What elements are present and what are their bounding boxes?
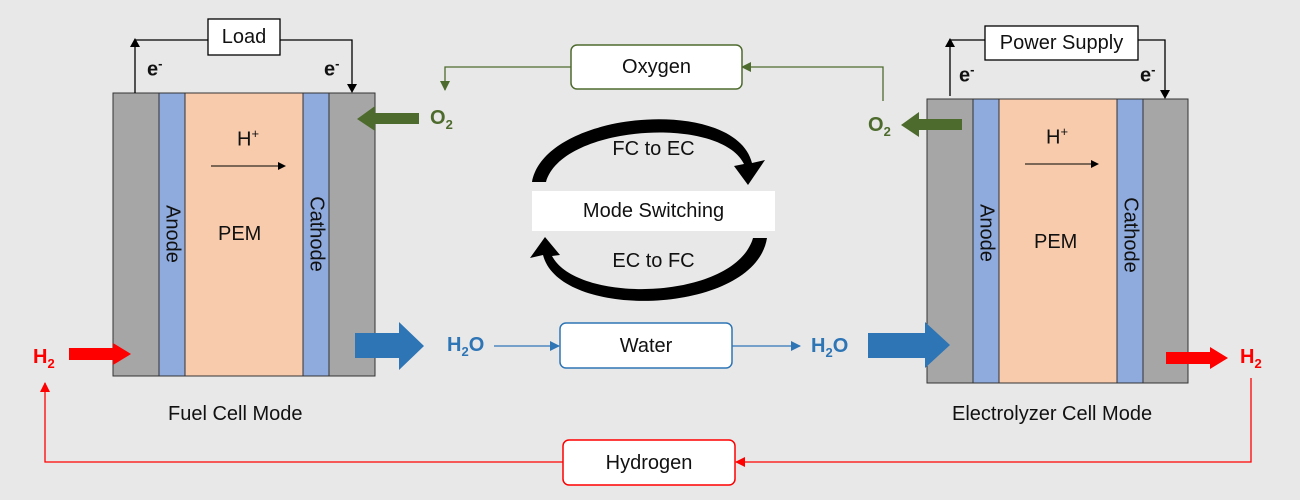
ec-o2-label: O2 [868, 114, 891, 139]
hydrogen-line-right [735, 378, 1252, 467]
ec-h2o-label: H2O [811, 335, 848, 360]
load-label: Load [221, 26, 267, 48]
fc-anode-backing [112, 92, 160, 377]
ec-to-fc-label: EC to FC [612, 250, 695, 272]
ec-h2o-o: O [832, 335, 849, 357]
ec-o2-outlet-arrow [901, 112, 962, 137]
ec-cathode-label: Cathode [1119, 197, 1142, 273]
ec-o2-sub: 2 [883, 124, 891, 139]
fc-h2o-sub: 2 [461, 344, 469, 359]
fc-electron-left: e- [147, 56, 162, 82]
fc-o2-sub: 2 [445, 117, 453, 132]
fc-cathode-backing [328, 92, 376, 377]
fc-anode [158, 92, 186, 377]
ec-h2o-h: H [811, 335, 826, 357]
fc-pem-label: PEM [218, 223, 262, 245]
fc-proton-text: H [237, 128, 252, 151]
fc-electron-right-text: e [324, 58, 336, 81]
ec-electron-left: e- [959, 62, 974, 88]
fc-electron-left-text: e [147, 58, 159, 81]
fc-h2-inlet-arrow [69, 343, 131, 365]
fc-h2o-o: O [468, 334, 485, 356]
power-supply-box [984, 25, 1139, 61]
hydrogen-loop [40, 343, 1252, 486]
hydrogen-box [562, 439, 736, 486]
hydrogen-label: Hydrogen [605, 452, 693, 474]
ec-electron-left-sup: - [970, 62, 975, 77]
ec-pem-label: PEM [1034, 231, 1078, 253]
fc-caption: Fuel Cell Mode [168, 403, 303, 425]
fc-h2-sub: 2 [47, 356, 55, 371]
fc-electron-right-sup: - [335, 56, 340, 71]
fc-circuit-arrowhead-down [347, 84, 357, 93]
mode-switching-label: Mode Switching [582, 200, 725, 222]
oxygen-line-left [440, 66, 571, 91]
ec-h2-outlet-arrow [1166, 347, 1228, 369]
ec-circuit-arrowhead-down [1160, 90, 1170, 99]
ec-h2-main: H [1240, 346, 1255, 368]
fc-o2-main: O [430, 107, 446, 129]
oxygen-box [570, 44, 743, 90]
fc-h2-label: H2 [33, 346, 55, 371]
fc-circuit-arrowhead [130, 38, 140, 47]
ec-caption: Electrolyzer Cell Mode [952, 403, 1153, 425]
ec-electron-right-text: e [1140, 64, 1152, 87]
ec-water-inlet-arrow [868, 322, 950, 368]
fc-h2o-h: H [447, 334, 462, 356]
ec-circuit-right [1138, 39, 1166, 96]
oxygen-label: Oxygen [622, 56, 691, 78]
fc-o2-label: O2 [430, 107, 453, 132]
fc-cathode-label: Cathode [305, 196, 328, 272]
fc-to-ec-label: FC to EC [612, 138, 695, 160]
fc-circuit-right [280, 39, 353, 90]
ec-cathode-backing [1142, 98, 1189, 384]
water-stream [355, 322, 950, 370]
ec-to-fc-arc [530, 237, 767, 301]
fc-to-ec-arc [532, 119, 765, 185]
fc-h2o-label: H2O [447, 334, 484, 359]
fc-electron-right: e- [324, 56, 339, 82]
fc-proton-sup: + [251, 126, 260, 141]
fc-circuit-left [134, 39, 208, 93]
ec-electron-left-text: e [959, 64, 971, 87]
water-label: Water [619, 335, 673, 357]
ec-h2o-sub: 2 [825, 345, 833, 360]
ec-pem [998, 98, 1118, 384]
fc-h2-main: H [33, 346, 48, 368]
ec-electron-right: e- [1140, 62, 1155, 88]
mode-switching-cycle [530, 119, 775, 301]
fc-pem [184, 92, 304, 377]
ec-h2-label: H2 [1240, 346, 1262, 371]
electrolyzer-cell [926, 25, 1189, 384]
hydrogen-line-left [40, 382, 564, 463]
oxygen-line-right [741, 62, 884, 101]
fc-water-outlet-arrow [355, 322, 424, 370]
ec-proton-sup: + [1060, 124, 1069, 139]
fc-electron-left-sup: - [158, 56, 163, 71]
oxygen-loop [357, 44, 962, 137]
mode-switching-bar [532, 191, 775, 231]
ec-proton-text: H [1046, 126, 1061, 149]
ec-h2-sub: 2 [1254, 356, 1262, 371]
fc-anode-label: Anode [161, 205, 184, 263]
ec-anode-label: Anode [975, 204, 998, 262]
ec-circuit-arrowhead [945, 38, 955, 47]
power-supply-label: Power Supply [999, 32, 1124, 54]
fc-proton-label: H+ [237, 126, 259, 152]
fuel-cell [112, 18, 376, 377]
load-box [207, 18, 281, 56]
ec-electron-right-sup: - [1151, 62, 1156, 77]
ec-o2-main: O [868, 114, 884, 136]
ec-proton-label: H+ [1046, 124, 1068, 150]
fc-o2-inlet-arrow [357, 106, 419, 131]
